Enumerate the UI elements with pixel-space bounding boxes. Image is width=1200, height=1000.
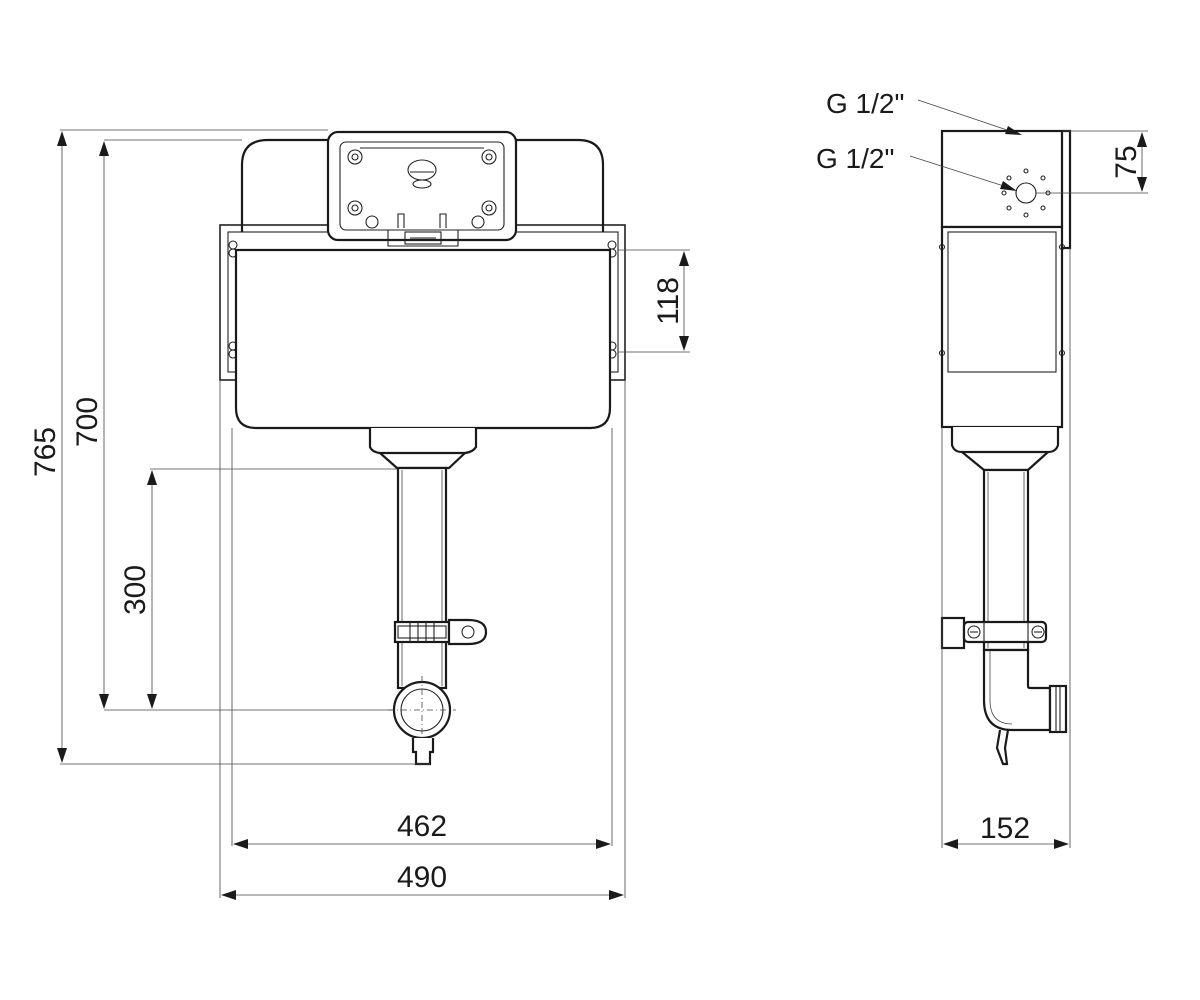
side-tail [995,729,1010,766]
dim-152: 152 [943,812,1069,849]
bottom-fittings [365,213,485,247]
front-dimensions: 765 700 300 118 462 [29,129,690,900]
side-top-block [940,129,1064,229]
dim-300: 300 [119,470,157,709]
dim-75: 75 [1110,132,1147,192]
flush-neck [368,428,478,455]
callout-top-inlet-label: G 1/2" [826,88,904,119]
dim-118-label: 118 [652,277,685,325]
callout-top-inlet: G 1/2" [826,88,1022,135]
side-mid-body [938,225,1066,429]
outlet-tail [411,738,435,766]
flush-pipe [396,466,448,690]
side-view [938,129,1072,766]
side-elbow [982,648,1052,732]
tank-front-panel [234,248,612,430]
dim-700: 700 [71,141,109,709]
dim-118: 118 [652,251,689,351]
dim-75-label: 75 [1110,145,1143,178]
dim-462-label: 462 [397,810,447,843]
front-view [219,130,626,766]
access-plate [326,130,518,247]
side-spigot [1048,684,1068,734]
side-neck [950,427,1060,454]
dim-765: 765 [29,131,67,763]
callout-side-inlet: G 1/2" [816,143,1017,191]
flush-pipe-taper [379,452,466,470]
pipe-clamp [393,618,488,646]
side-pipe [982,468,1030,652]
dim-700-label: 700 [71,397,104,447]
dim-490: 490 [221,861,624,900]
dim-300-label: 300 [119,565,152,615]
dim-152-label: 152 [980,812,1030,845]
dim-490-label: 490 [397,861,447,894]
side-frame-strip [1062,129,1072,250]
dim-462: 462 [233,810,611,849]
callout-side-inlet-label: G 1/2" [816,143,894,174]
side-clamp [940,616,1048,650]
side-dimensions: 75 152 G 1/2" G 1/2" [816,88,1148,849]
dim-765-label: 765 [29,427,62,477]
center-valve-icon [407,159,437,189]
